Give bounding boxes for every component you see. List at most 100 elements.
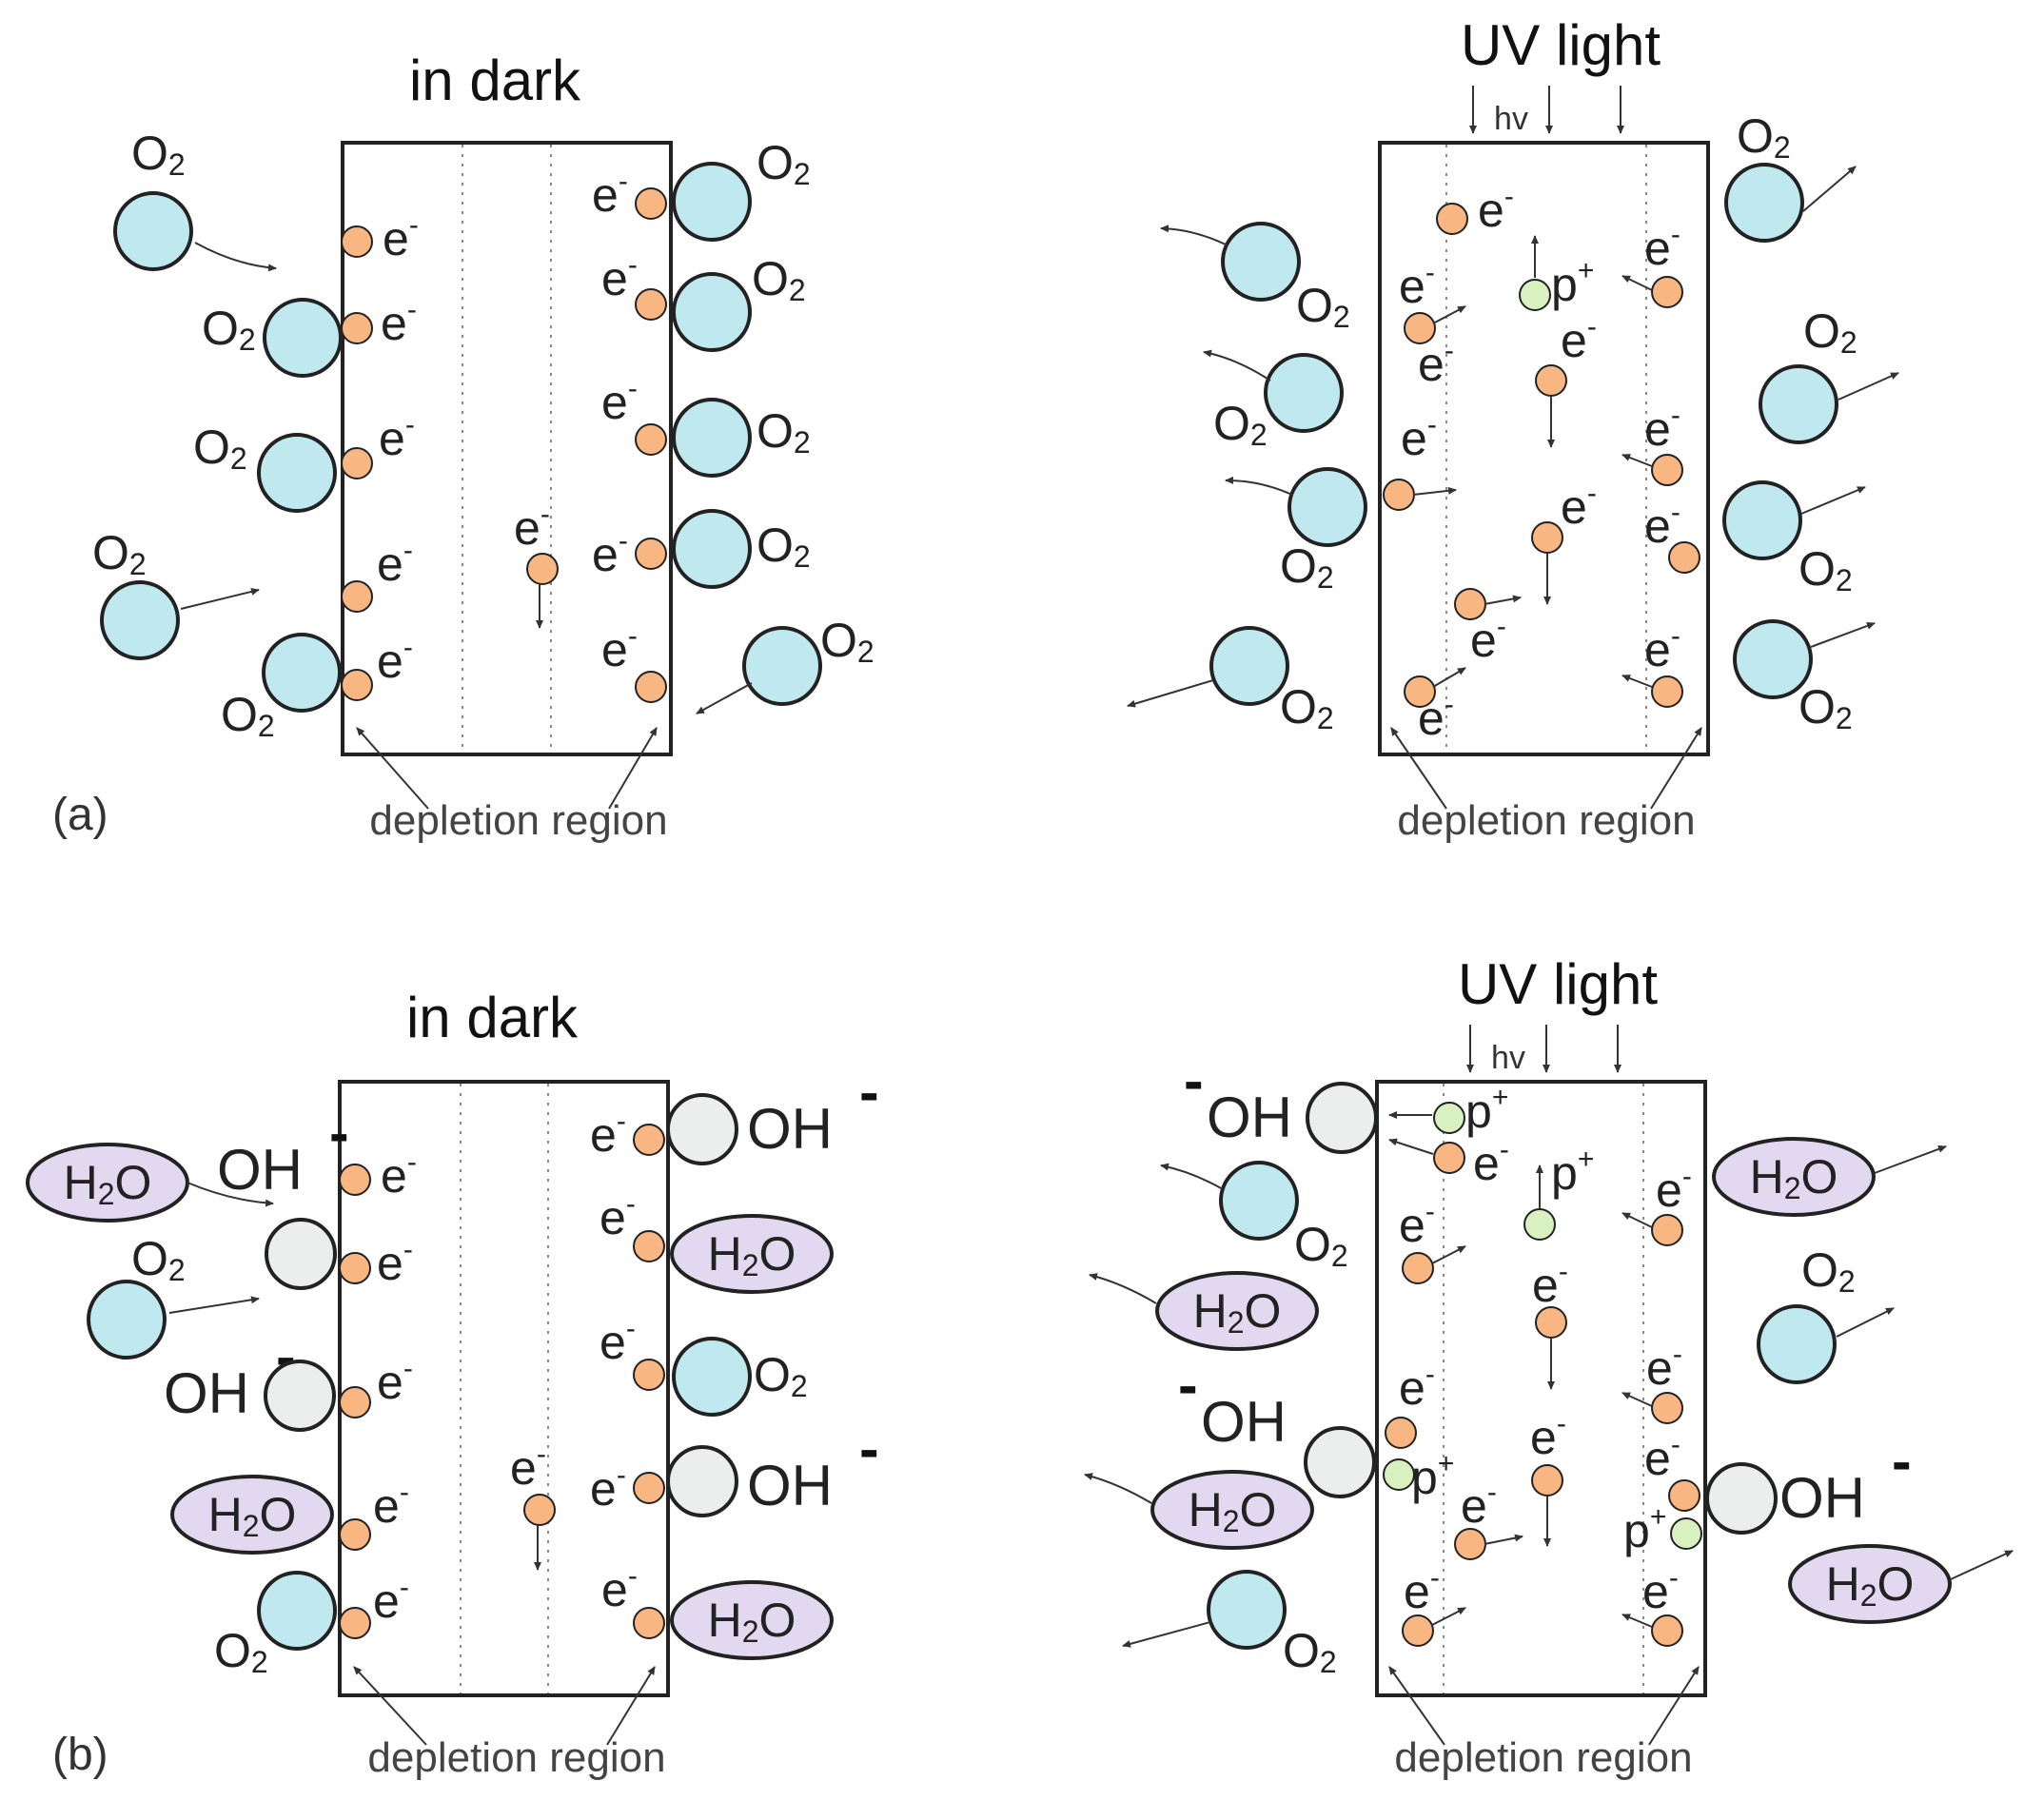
o2-symbol: O xyxy=(131,1232,168,1285)
o2-subscript: 2 xyxy=(794,539,811,574)
o2-subscript: 2 xyxy=(1320,1645,1337,1679)
o2-molecule xyxy=(1724,163,1804,243)
electron-label: e- xyxy=(601,1560,638,1616)
desorb-arrow xyxy=(1203,349,1271,382)
electron-charge: - xyxy=(400,1572,409,1603)
electron xyxy=(1531,521,1563,554)
o2-symbol: O xyxy=(754,1348,791,1401)
h2o-o: O xyxy=(1240,1483,1277,1536)
electron xyxy=(1402,1614,1434,1647)
electron-charge: - xyxy=(409,209,419,241)
electron-label: e- xyxy=(1644,620,1680,676)
h2o-molecule xyxy=(170,1475,334,1555)
o2-symbol: O xyxy=(757,518,794,572)
desorb-arrow xyxy=(1950,1550,2014,1580)
o2-subscript: 2 xyxy=(1250,418,1268,452)
electron-charge: - xyxy=(1587,478,1597,509)
electron-label: e- xyxy=(601,249,638,305)
h2o-label: H2O xyxy=(64,1156,152,1211)
carrier-arrow xyxy=(1621,675,1653,688)
o2-subscript: 2 xyxy=(794,425,811,460)
electron-symbol: e xyxy=(1644,402,1671,456)
o2-label: O2 xyxy=(757,136,811,191)
electron-charge: - xyxy=(1671,497,1680,528)
electron xyxy=(1402,1252,1434,1284)
electron-charge: - xyxy=(628,249,638,281)
approach-arrow xyxy=(696,682,753,714)
electron-symbol: e xyxy=(1642,1565,1669,1618)
o2-molecule xyxy=(1207,1570,1287,1650)
electron-charge: - xyxy=(1671,219,1680,250)
o2-label: O2 xyxy=(1803,304,1857,360)
o2-molecule xyxy=(672,398,752,478)
electron-symbol: e xyxy=(1561,314,1587,367)
hole-label: p+ xyxy=(1551,1144,1594,1200)
electron xyxy=(526,553,559,585)
o2-symbol: O xyxy=(1801,1243,1838,1297)
electron-label: e- xyxy=(1470,611,1506,667)
o2-label: O2 xyxy=(1280,680,1334,735)
o2-subscript: 2 xyxy=(1774,130,1791,165)
oh-charge: - xyxy=(329,1101,349,1166)
electron xyxy=(1651,454,1683,486)
electron xyxy=(1651,1614,1683,1647)
o2-label: O2 xyxy=(757,518,811,574)
electron-charge: - xyxy=(617,1105,626,1137)
electron-label: e- xyxy=(592,166,628,222)
o2-symbol: O xyxy=(1803,304,1840,358)
electron-label: e- xyxy=(1532,1256,1568,1312)
electron-symbol: e xyxy=(1418,692,1445,745)
carrier-arrow xyxy=(1484,595,1522,605)
h2o-h: H xyxy=(708,1594,742,1647)
oh-molecule xyxy=(264,1360,336,1432)
o2-molecule xyxy=(1221,222,1301,302)
electron-symbol: e xyxy=(381,297,407,350)
o2-symbol: O xyxy=(1798,542,1836,596)
h2o-subscript: 2 xyxy=(1784,1171,1801,1205)
carrier-arrow xyxy=(1621,1614,1653,1628)
o2-symbol: O xyxy=(1737,109,1774,163)
o2-molecule xyxy=(257,433,337,513)
electron-charge: - xyxy=(1430,1562,1440,1594)
electron-charge: - xyxy=(1497,611,1506,642)
electron xyxy=(633,1472,665,1504)
panel-b-uv-title: UV light xyxy=(1458,952,1658,1016)
electron xyxy=(1385,1417,1417,1449)
electron-charge: - xyxy=(1587,311,1597,342)
electron-symbol: e xyxy=(592,168,619,222)
electron xyxy=(635,423,667,456)
electron-charge: - xyxy=(1425,1196,1435,1227)
semiconductor-box xyxy=(1375,1080,1707,1697)
electron-symbol: e xyxy=(379,412,405,465)
o2-subscript: 2 xyxy=(791,1369,808,1403)
carrier-arrow xyxy=(1621,454,1653,467)
electron-charge: - xyxy=(617,1459,626,1491)
electron-symbol: e xyxy=(1561,480,1587,534)
o2-symbol: O xyxy=(214,1624,251,1677)
h2o-subscript: 2 xyxy=(742,1248,759,1282)
h2o-o: O xyxy=(759,1227,796,1281)
electron-charge: - xyxy=(1487,1477,1497,1508)
electron xyxy=(635,538,667,570)
carrier-arrow xyxy=(1621,1212,1653,1228)
electron xyxy=(1651,1392,1683,1424)
hole xyxy=(1433,1102,1465,1134)
desorb-arrow xyxy=(1160,225,1228,246)
o2-label: O2 xyxy=(202,302,256,357)
o2-molecule xyxy=(262,633,342,713)
electron-label: e- xyxy=(1642,1562,1679,1618)
o2-subscript: 2 xyxy=(168,147,186,182)
o2-label: O2 xyxy=(1296,279,1350,334)
h2o-subscript: 2 xyxy=(742,1614,759,1649)
hole xyxy=(1670,1517,1702,1550)
panel-a-uv: UV light hv depletion region e-e-e-e-e-e… xyxy=(1127,13,1899,844)
oh-charge: - xyxy=(1178,1353,1198,1418)
o2-molecule xyxy=(100,580,180,660)
electron xyxy=(1383,479,1415,511)
o2-label: O2 xyxy=(1801,1243,1856,1299)
electron-label: e- xyxy=(1418,689,1454,745)
electron-symbol: e xyxy=(1418,338,1445,391)
oh-molecule xyxy=(1304,1426,1376,1498)
h2o-subscript: 2 xyxy=(98,1177,115,1211)
hole-charge: + xyxy=(1578,255,1595,286)
